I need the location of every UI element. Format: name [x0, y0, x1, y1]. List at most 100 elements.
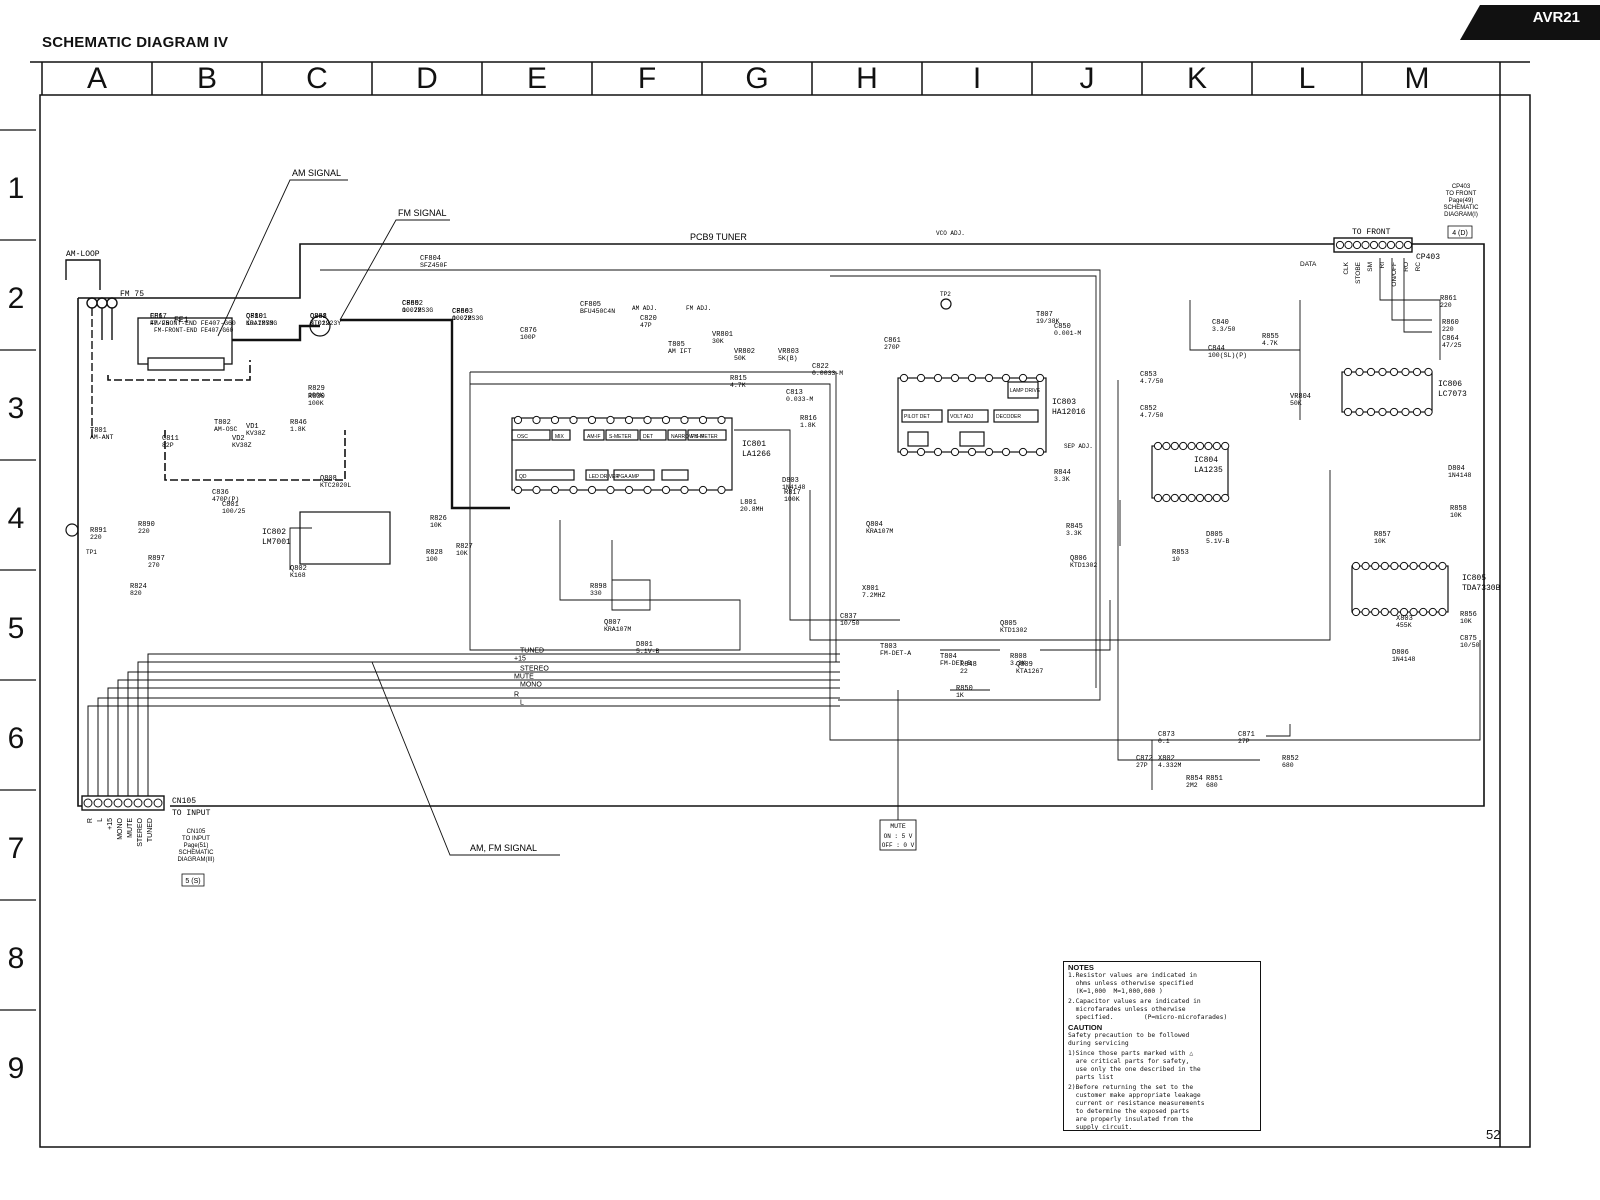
ic801-block-label: S-METER	[609, 434, 632, 440]
ic-pin	[1187, 441, 1196, 451]
ic-pin	[1371, 607, 1380, 617]
column-label-a: A	[86, 62, 107, 95]
connector-pin	[93, 798, 103, 808]
component-value: 4.7K	[1262, 340, 1278, 347]
component-ref: CF802	[402, 300, 423, 308]
component-ref: R846	[290, 419, 307, 427]
component-ref: VR804	[1290, 393, 1311, 401]
component-value: 1.8K	[290, 426, 306, 433]
cp403-pin-label: RO	[1403, 262, 1410, 272]
component-ref: C871	[1238, 731, 1255, 739]
connector-pin	[83, 798, 93, 808]
component-ref: D805	[1206, 531, 1223, 539]
ic-pin	[1018, 447, 1028, 457]
component-ref: D804	[1448, 465, 1465, 473]
component-value: 10/50	[840, 620, 860, 627]
component-value: 4.7/50	[1140, 412, 1164, 419]
component-value: 20.8MH	[740, 506, 764, 513]
ic801-block-label: OSC	[517, 434, 528, 440]
component-ref: R829	[308, 385, 325, 393]
ic805-ref: IC805	[1462, 574, 1486, 583]
component-value: 100	[426, 556, 438, 563]
component-ref: C801	[222, 501, 239, 509]
component-value: 5.1V-B	[1206, 538, 1230, 545]
component-value: KTC2020L	[320, 482, 351, 489]
ic-pin	[1355, 407, 1364, 417]
ic806-pins	[1343, 367, 1433, 417]
component-ref: C852	[1140, 405, 1157, 413]
ic-pin	[587, 415, 597, 425]
mute-on: ON : 5 V	[884, 833, 913, 840]
bus-label: MONO	[520, 682, 542, 689]
component-ref: T802	[214, 419, 231, 427]
connector-pin	[1395, 240, 1404, 250]
component-value: 220	[90, 534, 102, 541]
component-value: KTD1302	[1000, 627, 1027, 634]
ic-pin	[624, 485, 634, 495]
ic-pin	[1380, 607, 1389, 617]
ic-pin	[643, 415, 652, 425]
cp403-label: CP403	[1416, 253, 1440, 262]
ic-pin	[899, 447, 909, 457]
ic-pin	[1412, 367, 1422, 377]
ic-pin	[899, 373, 909, 383]
component-value: 82P	[162, 442, 174, 449]
ic-pin	[698, 485, 708, 495]
board-title: PCB9 TUNER	[690, 232, 747, 242]
component-ref: C865	[402, 300, 419, 308]
component-value: KRA107M	[604, 626, 631, 633]
ic-pin	[698, 415, 708, 425]
component-ref: R856	[1460, 611, 1477, 619]
component-value: FM-DET-A	[880, 650, 911, 657]
component-value: 820	[130, 590, 142, 597]
component-value: 455K	[1396, 622, 1412, 629]
column-label-c: C	[306, 62, 328, 95]
component-ref: R890	[138, 521, 155, 529]
component-ref: C868	[310, 313, 327, 321]
component-ref: T804	[940, 653, 957, 661]
ic804-ref: IC804	[1194, 456, 1218, 465]
row-label-9: 9	[7, 1052, 25, 1085]
connector-pin	[1352, 240, 1362, 250]
component-ref: CF803	[452, 308, 473, 316]
grid-frame	[0, 61, 1531, 1148]
component-ref: C876	[520, 327, 537, 335]
column-label-b: B	[196, 62, 217, 95]
ic-pin	[1361, 561, 1370, 571]
note-item-1: 1.Resistor values are indicated in ohms …	[1068, 972, 1197, 995]
component-ref: R827	[456, 543, 473, 551]
ic-pin	[606, 485, 615, 495]
component-ref: C844	[1208, 345, 1225, 353]
ic803-block-label: VOLT ADJ	[950, 414, 974, 420]
ic804-part: LA1235	[1194, 466, 1223, 475]
component-ref: R857	[1374, 531, 1391, 539]
component-ref: T803	[880, 643, 897, 651]
ic-pin	[1179, 493, 1188, 503]
component-value: KTD1302	[1070, 562, 1097, 569]
component-ref: Q802	[290, 565, 307, 573]
component-value: 10K	[456, 550, 468, 557]
page-number: 52	[1486, 1127, 1501, 1142]
ic801-block-label: MIX	[555, 434, 565, 440]
component-value: 10	[1172, 556, 1180, 563]
component-ref: R830	[308, 393, 325, 401]
column-label-j: J	[1079, 62, 1095, 95]
ic803-ref: IC803	[1052, 398, 1076, 407]
brand-tab: AVR21	[1460, 0, 1600, 40]
ic802-block	[299, 511, 391, 565]
cn105-pin-label: L	[97, 818, 104, 822]
component-ref: R854	[1186, 775, 1203, 783]
component-ref: D801	[636, 641, 653, 649]
ic-pin	[1424, 367, 1433, 377]
component-ref: C861	[884, 337, 901, 345]
row-label-2: 2	[7, 282, 25, 315]
tp2-testpoint	[940, 298, 952, 310]
component-ref: VD2	[232, 435, 245, 443]
column-label-g: G	[745, 62, 769, 95]
component-value: 1K	[956, 692, 964, 699]
ic-pin	[717, 415, 726, 425]
component-value: BFU450C4N	[580, 308, 615, 315]
ic-pin	[661, 415, 671, 425]
component-value: 7.2MHZ	[862, 592, 886, 599]
